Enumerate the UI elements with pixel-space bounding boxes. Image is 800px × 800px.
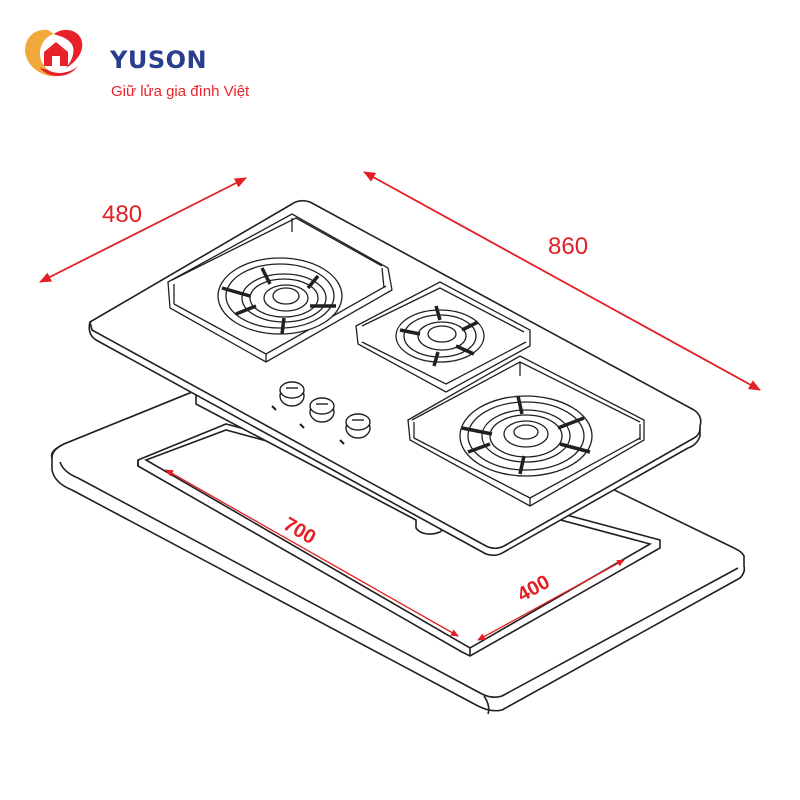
dimension-line-width <box>363 171 761 391</box>
dimension-line-cutout-width <box>165 469 459 637</box>
brand-logo: YUSON Giữ lửa gia đình Việt <box>18 22 278 99</box>
knob-3 <box>339 413 371 445</box>
dimension-line-depth <box>39 177 247 283</box>
dimension-lines <box>39 171 761 641</box>
dimension-line-cutout-depth <box>477 559 625 641</box>
dimension-depth-label: 480 <box>102 201 142 228</box>
knob-1 <box>271 381 305 411</box>
brand-name: YUSON <box>110 46 208 74</box>
brand-slogan: Giữ lửa gia đình Việt <box>111 83 250 100</box>
control-knobs <box>271 381 371 445</box>
dimension-width-label: 860 <box>548 233 588 260</box>
burner-large-right <box>407 355 645 507</box>
knob-2 <box>299 397 335 429</box>
burner-large-left <box>167 213 393 363</box>
house-heart-logo-icon <box>25 29 83 77</box>
